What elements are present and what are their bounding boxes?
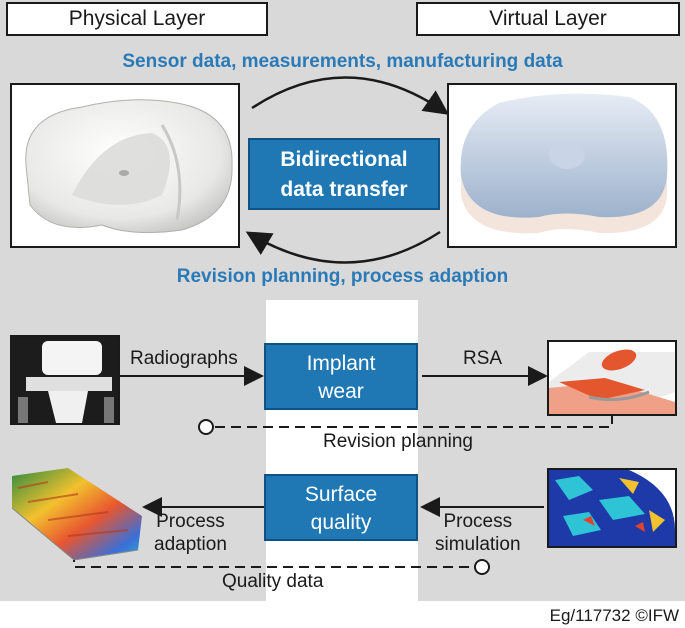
process-adaption-line2: adaption xyxy=(154,534,227,555)
quality-data-label: Quality data xyxy=(222,571,324,592)
revision-planning-label: Revision planning xyxy=(323,431,473,452)
bottom-flow-caption: Revision planning, process adaption xyxy=(176,266,509,287)
radiograph-image xyxy=(10,335,120,425)
implant-wear-line1: Implant xyxy=(306,352,376,375)
bidirectional-transfer-box: Bidirectional data transfer xyxy=(248,138,440,210)
top-flow-caption: Sensor data, measurements, manufacturing… xyxy=(122,51,563,72)
feedback-quality-node xyxy=(474,559,490,575)
rsa-image xyxy=(547,340,677,416)
virtual-implant-image xyxy=(447,83,677,248)
arc-arrow-bottom xyxy=(245,230,441,264)
physical-layer-header: Physical Layer xyxy=(6,2,268,36)
simulation-image xyxy=(547,468,677,548)
implant-wear-line2: wear xyxy=(318,380,364,403)
surface-quality-line2: quality xyxy=(310,511,372,534)
process-simulation-line2: simulation xyxy=(435,534,521,555)
virtual-layer-header: Virtual Layer xyxy=(416,2,680,36)
figure-id-footer: Eg/117732 ©IFW xyxy=(549,606,679,625)
radiographs-label: Radiographs xyxy=(130,348,238,369)
process-adaption-line1: Process xyxy=(156,511,225,532)
implant-wear-box: Implant wear xyxy=(264,343,418,410)
surface-quality-line1: Surface xyxy=(304,483,378,506)
bidirectional-line1: Bidirectional xyxy=(280,148,408,171)
process-simulation-label: Process simulation xyxy=(435,510,521,556)
bidirectional-line2: data transfer xyxy=(280,178,408,201)
process-adaption-label: Process adaption xyxy=(154,510,227,556)
feedback-revision-line xyxy=(213,414,613,428)
surface-quality-box: Surface quality xyxy=(264,474,418,541)
surface-measurement-image xyxy=(8,468,146,560)
process-simulation-line1: Process xyxy=(443,511,513,532)
arc-arrow-top xyxy=(251,76,450,115)
feedback-revision-node xyxy=(198,419,214,435)
physical-implant-image xyxy=(10,83,240,248)
rsa-label: RSA xyxy=(463,348,503,369)
